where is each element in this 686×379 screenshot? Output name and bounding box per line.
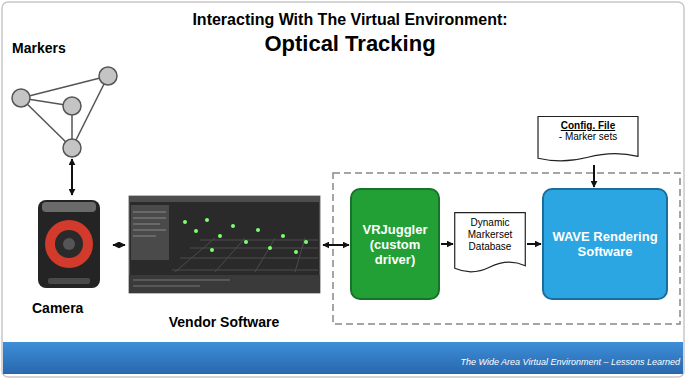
- vendor-software: Vendor Software: [126, 194, 322, 330]
- document-shape: Dynamic Markerset Database: [454, 212, 526, 276]
- camera-picture: [38, 200, 100, 288]
- flow-arrow: [593, 165, 595, 187]
- marker-set: [12, 67, 117, 157]
- flow-arrow: [113, 244, 125, 246]
- vendor-screenshot: [129, 196, 320, 293]
- node-text: Vendor Software: [169, 314, 279, 330]
- process-box: WAVE Rendering Software: [542, 188, 668, 300]
- footer-band: [3, 342, 683, 374]
- flow-arrow: [71, 159, 73, 195]
- marker-group: Markers: [8, 36, 138, 158]
- dashed-group: [333, 173, 680, 324]
- node-text: WAVE Rendering Software: [550, 229, 660, 259]
- process-box: VRJuggler (custom driver): [350, 188, 440, 300]
- node-text: Markers: [12, 40, 66, 56]
- footer-text: The Wide Area Virtual Environment – Less…: [240, 357, 680, 367]
- document-shape: Config. File- Marker sets: [537, 116, 639, 164]
- title-line: Interacting With The Virtual Environment…: [60, 11, 640, 29]
- flow-arrow: [527, 243, 541, 245]
- node-subtext: - Marker sets: [559, 131, 617, 142]
- node-text: Camera: [32, 300, 83, 316]
- camera: Camera: [26, 196, 112, 318]
- slide-title: Optical Tracking: [60, 31, 640, 57]
- node-text: Dynamic Markerset Database: [458, 217, 522, 253]
- flow-arrow: [441, 243, 453, 245]
- node-text: VRJuggler (custom driver): [358, 222, 432, 267]
- flow-arrow: [323, 244, 349, 246]
- node-text: Config. File: [561, 120, 615, 131]
